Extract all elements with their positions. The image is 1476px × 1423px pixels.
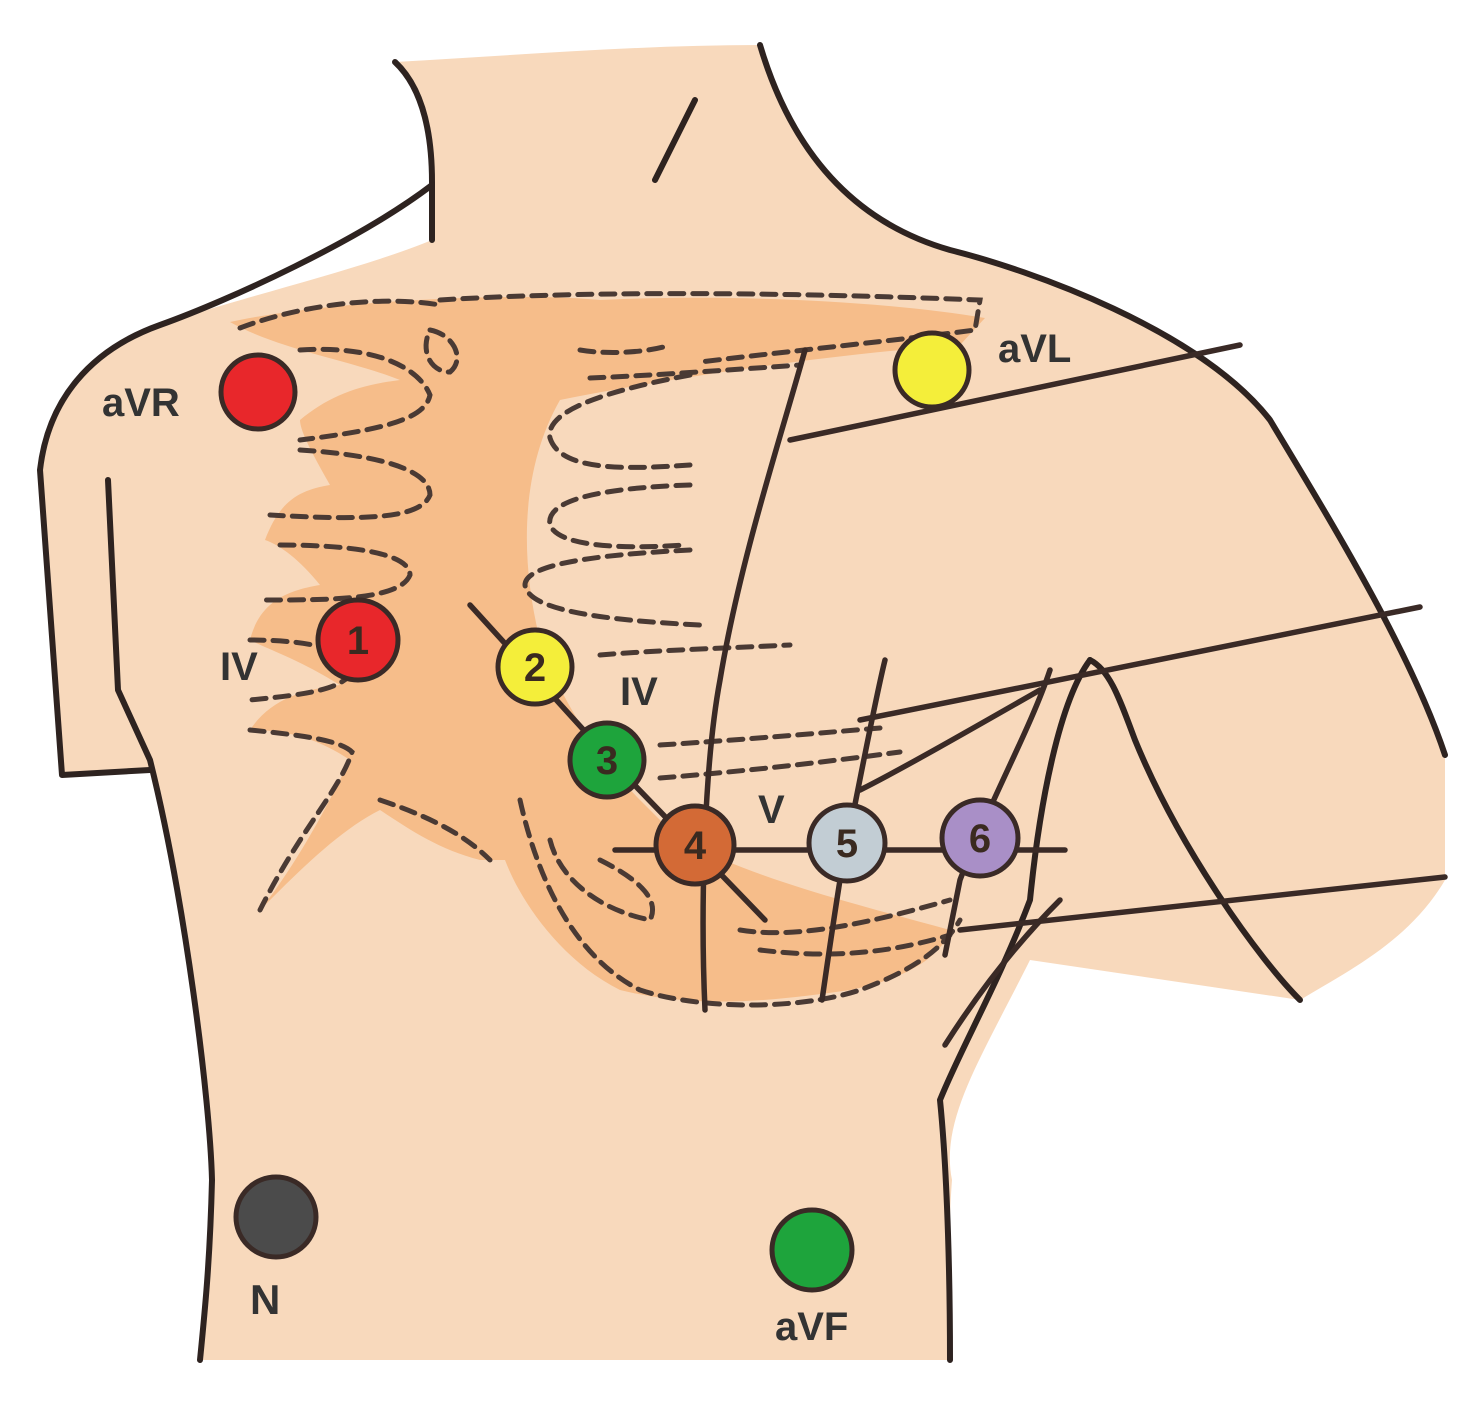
precordial-electrodes: 1 2 3 4 5 6 xyxy=(315,597,1021,887)
electrode-v2-number: 2 xyxy=(524,646,546,690)
label-avf: aVF xyxy=(775,1305,848,1349)
electrode-v3 xyxy=(567,720,647,800)
electrode-avl xyxy=(892,330,972,410)
label-iv-left: IV xyxy=(620,670,658,714)
electrode-v4 xyxy=(653,803,737,887)
electrode-v1-number: 1 xyxy=(347,619,369,663)
electrode-v3-number: 3 xyxy=(596,739,618,783)
electrode-v6 xyxy=(939,797,1021,879)
electrode-v6-number: 6 xyxy=(969,817,991,861)
diagram-labels: aVR aVL N aVF IV IV V xyxy=(102,327,1071,1349)
label-n: N xyxy=(250,1276,280,1323)
ribs-dashed xyxy=(237,291,983,1008)
label-v-space: V xyxy=(758,788,785,832)
electrode-v2 xyxy=(495,627,575,707)
electrode-v4-number: 4 xyxy=(684,824,707,868)
torso-silhouette xyxy=(40,45,1445,1360)
electrode-v5 xyxy=(806,802,888,884)
electrode-n xyxy=(233,1174,319,1260)
electrode-avr xyxy=(218,352,298,432)
label-iv-right: IV xyxy=(220,645,258,689)
rib-cage-shading xyxy=(230,296,985,1002)
electrode-avf xyxy=(769,1207,855,1293)
body-outline xyxy=(37,42,1448,1363)
limb-electrodes xyxy=(218,330,972,1293)
label-avr: aVR xyxy=(102,381,180,425)
electrode-v1 xyxy=(315,597,401,683)
electrode-v5-number: 5 xyxy=(836,822,858,866)
label-avl: aVL xyxy=(998,327,1071,371)
